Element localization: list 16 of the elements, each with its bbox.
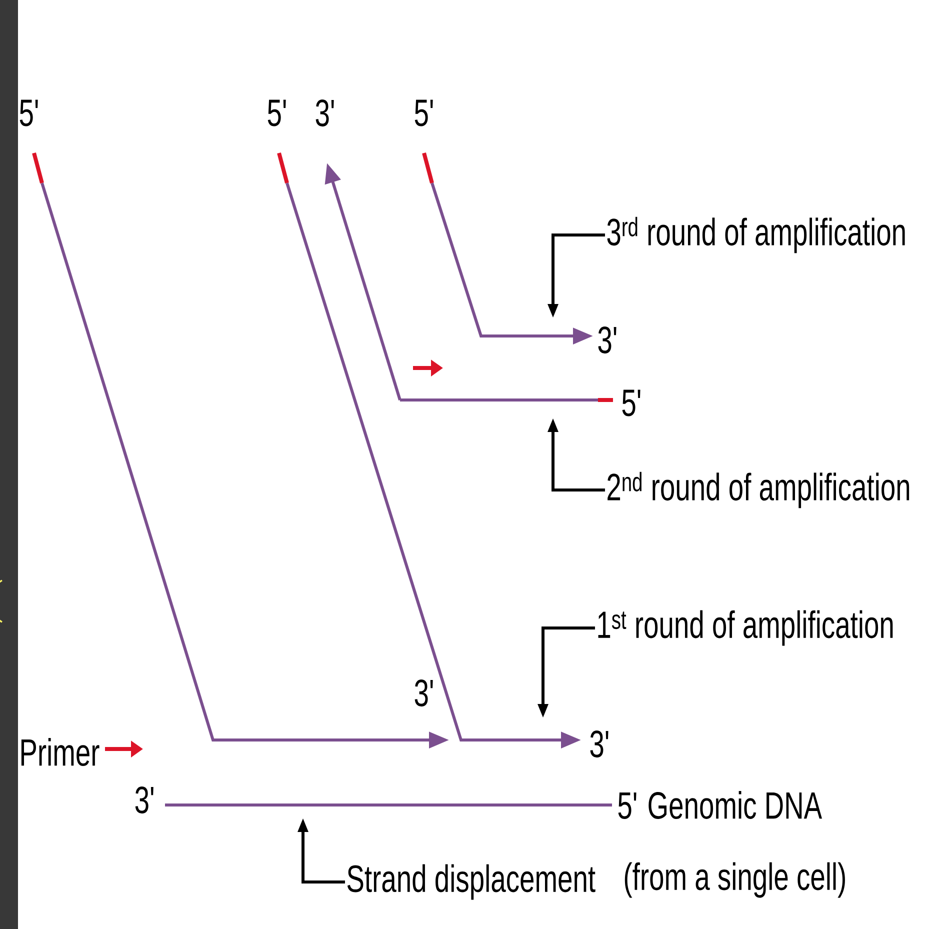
round-label: Strand displacement (347, 864, 596, 900)
end-label: Primer (21, 738, 100, 766)
round-label: 1$^{st}$ round of amplification (598, 610, 893, 646)
end-label: 5' (20, 100, 38, 126)
end-label: 5' (414, 100, 433, 126)
end-label: 5' Genomic DNA (618, 791, 822, 819)
end-label: 3' (135, 786, 154, 814)
end-label: 3' (414, 680, 433, 706)
end-label: (from a single cell) (624, 862, 845, 898)
end-label: 5' (622, 390, 640, 416)
end-label: 3' (590, 730, 608, 758)
end-label: 3' (598, 326, 616, 354)
round-label: 2$^{nd}$ round of amplification (608, 472, 910, 508)
round-label: 3$^{rd}$ round of amplification (607, 216, 905, 254)
end-label: 3' (316, 100, 334, 126)
end-label: 5' (268, 100, 286, 126)
